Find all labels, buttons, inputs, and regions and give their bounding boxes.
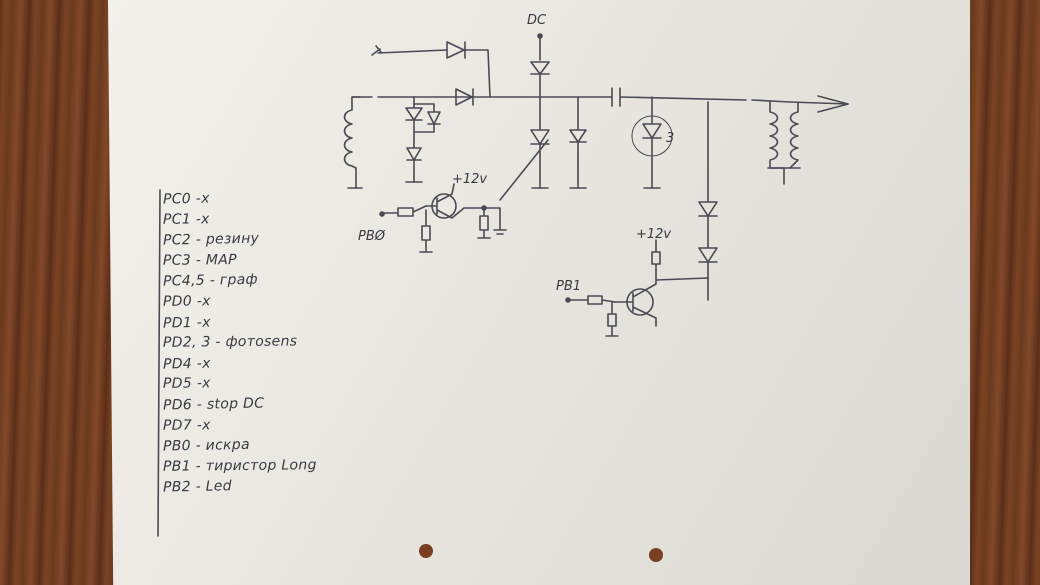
- supply-label-1: +12v: [452, 172, 487, 187]
- supply-label-2: +12v: [636, 227, 671, 242]
- resistor-pb0: [383, 205, 427, 217]
- pb0-output-net: [463, 207, 507, 239]
- dc-label: DC: [527, 13, 547, 28]
- diode-top: [446, 41, 466, 59]
- diode-ground: [569, 96, 587, 189]
- thyristor-main: [499, 96, 550, 201]
- pb1-label: PB1: [556, 279, 581, 294]
- transistor-pb0-leads: [425, 183, 465, 219]
- capacitor: [611, 87, 621, 107]
- arrow-mark-left: [371, 45, 382, 56]
- resistor-pb1: [569, 295, 616, 305]
- output-arrow: [817, 95, 849, 113]
- punch-hole: [649, 548, 663, 562]
- transistor-pb1-leads: [614, 269, 709, 327]
- transformer-primary: [769, 101, 785, 169]
- transformer-secondary: [789, 101, 799, 169]
- diode-dc: [530, 61, 550, 75]
- diode-bus: [455, 88, 474, 106]
- pb1-terminal: [565, 297, 571, 303]
- pb0-node: [481, 205, 487, 211]
- pb1-pulldown: [605, 301, 619, 337]
- led-symbol: [642, 96, 662, 189]
- pb0-label: PBØ: [358, 229, 386, 244]
- pb0-pulldown: [419, 209, 433, 253]
- zener-stack: [405, 96, 423, 183]
- transformer-ground: [767, 167, 801, 185]
- right-diodes: [698, 101, 718, 301]
- led-mark: 3: [666, 131, 674, 146]
- pb0-terminal: [379, 211, 385, 217]
- resistor-pb1-collector: [651, 239, 661, 271]
- zener-side: [413, 103, 441, 133]
- top-wire: [377, 49, 491, 98]
- ground-marks: [347, 181, 661, 189]
- main-bus: [377, 96, 849, 105]
- list-bracket: [157, 189, 161, 537]
- punch-hole: [419, 544, 433, 558]
- coil-left: [343, 96, 361, 189]
